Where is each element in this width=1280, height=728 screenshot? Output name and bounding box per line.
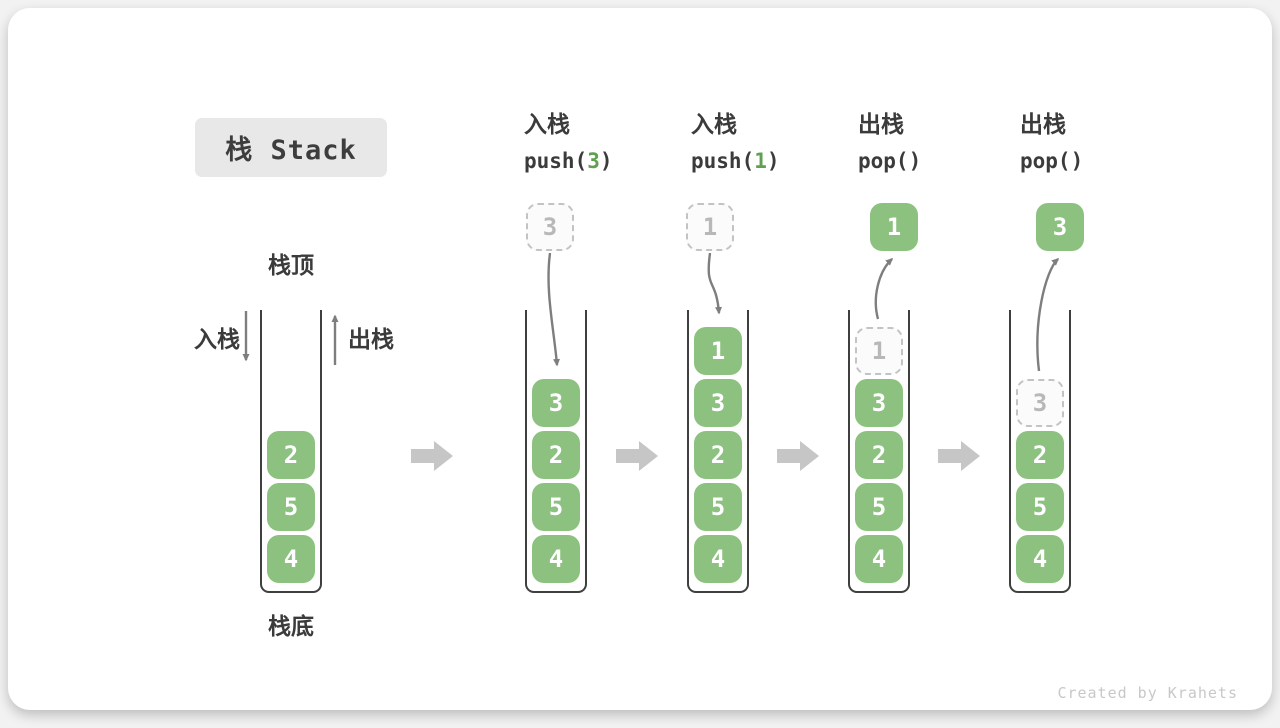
stack-2-cell: 3 — [532, 379, 580, 427]
code-suffix: ) — [599, 149, 613, 173]
arrows-overlay — [242, 252, 1060, 471]
arrow-right-icon — [616, 441, 658, 471]
code-suffix: ) — [1070, 149, 1084, 173]
code-suffix: ) — [766, 149, 780, 173]
arrow-right-icon — [777, 441, 819, 471]
arrow-right-icon — [411, 441, 453, 471]
stack-bottom-label: 栈底 — [268, 614, 314, 640]
code-prefix: pop( — [1020, 149, 1071, 173]
stack-2-cell: 2 — [532, 431, 580, 479]
stack-4-ghost-cell: 1 — [855, 327, 903, 375]
stack-1-cell: 2 — [267, 431, 315, 479]
stack-2-cell: 4 — [532, 535, 580, 583]
operation-label-3: 出栈 pop() — [858, 112, 921, 174]
operation-code: pop() — [1020, 148, 1083, 174]
stack-1-cell: 4 — [267, 535, 315, 583]
page-title: 栈 Stack — [225, 135, 357, 166]
stack-1-cell: 5 — [267, 483, 315, 531]
stack-5-cell: 2 — [1016, 431, 1064, 479]
stack-4-cell: 2 — [855, 431, 903, 479]
operation-name: 入栈 — [524, 112, 570, 138]
code-prefix: push( — [691, 149, 755, 173]
stack-4-cell: 3 — [855, 379, 903, 427]
watermark: Created by Krahets — [1057, 684, 1238, 702]
stack-2-floating-value: 3 — [526, 203, 574, 251]
push-side-label: 入栈 — [194, 327, 240, 353]
stack-5-cell: 4 — [1016, 535, 1064, 583]
operation-code: push(1) — [691, 148, 780, 174]
operation-label-2: 入栈 push(1) — [691, 112, 780, 174]
pop-side-label: 出栈 — [348, 327, 394, 353]
stack-top-label: 栈顶 — [268, 253, 314, 279]
code-argument: 3 — [587, 149, 600, 173]
operation-label-1: 入栈 push(3) — [524, 112, 613, 174]
code-argument: 1 — [754, 149, 767, 173]
stack-5-ghost-cell: 3 — [1016, 379, 1064, 427]
code-suffix: ) — [908, 149, 922, 173]
stack-3-cell: 3 — [694, 379, 742, 427]
operation-name: 出栈 — [1020, 112, 1066, 138]
stack-2-cell: 5 — [532, 483, 580, 531]
code-prefix: pop( — [858, 149, 909, 173]
stack-3-floating-value: 1 — [686, 203, 734, 251]
stack-3-cell: 1 — [694, 327, 742, 375]
operation-label-4: 出栈 pop() — [1020, 112, 1083, 174]
stack-5-cell: 5 — [1016, 483, 1064, 531]
stack-3-flow-arrow-icon — [707, 252, 722, 315]
operation-code: pop() — [858, 148, 921, 174]
stack-3-cell: 2 — [694, 431, 742, 479]
operation-name: 入栈 — [691, 112, 737, 138]
stack-4-cell: 5 — [855, 483, 903, 531]
stack-3-cell: 5 — [694, 483, 742, 531]
stack-4-cell: 4 — [855, 535, 903, 583]
code-prefix: push( — [524, 149, 588, 173]
stack-4-floating-value: 1 — [870, 203, 918, 251]
operation-code: push(3) — [524, 148, 613, 174]
stack-3-cell: 4 — [694, 535, 742, 583]
stack-5-floating-value: 3 — [1036, 203, 1084, 251]
operation-name: 出栈 — [858, 112, 904, 138]
title-box: 栈 Stack — [195, 118, 387, 177]
arrow-right-icon — [938, 441, 980, 471]
